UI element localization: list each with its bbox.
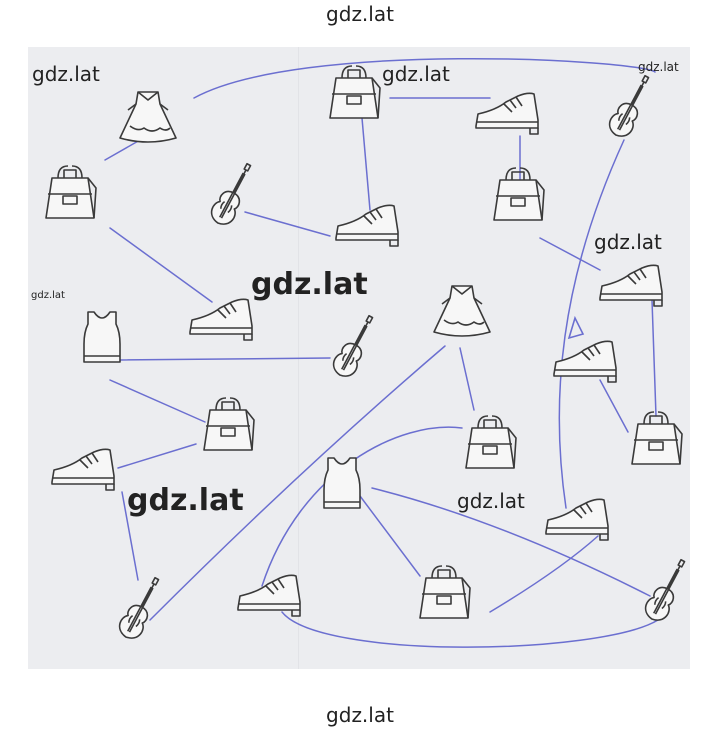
connection-line (244, 211, 331, 237)
connection-line (599, 379, 629, 433)
watermark-tl: gdz.lat (32, 62, 100, 86)
bag-icon (419, 565, 471, 619)
bag-icon (203, 397, 255, 451)
shoe-icon (475, 92, 539, 135)
connection-line (261, 426, 463, 587)
violin-icon (206, 158, 261, 230)
violin-icon (640, 554, 695, 626)
bag-icon (465, 415, 517, 469)
dress-icon (433, 285, 491, 337)
connection-line (558, 139, 625, 509)
connection-lines (104, 58, 659, 648)
violin-icon (114, 572, 169, 644)
watermark-bold-left: gdz.lat (127, 483, 244, 518)
watermark-left-small: gdz.lat (31, 290, 65, 301)
shoe-icon (545, 498, 609, 541)
bag-icon (45, 165, 97, 219)
connection-line (104, 139, 141, 161)
connection-line (119, 357, 331, 361)
connection-line (109, 379, 206, 423)
bag-icon (631, 411, 683, 465)
shoe-icon (237, 574, 301, 617)
connection-line (121, 491, 139, 581)
shoe-icon (51, 448, 115, 491)
bag-icon (329, 65, 381, 119)
watermark-right: gdz.lat (594, 230, 662, 254)
arrow-head-icon (567, 315, 585, 340)
connection-line (281, 611, 659, 648)
connection-line (539, 237, 601, 271)
violin-icon (604, 70, 659, 142)
shoe-icon (335, 204, 399, 247)
connection-line (651, 299, 657, 417)
shoe-icon (599, 264, 663, 307)
clothing-items (45, 65, 695, 644)
connection-line (489, 535, 599, 613)
watermark-tr: gdz.lat (638, 60, 679, 74)
bag-icon (493, 167, 545, 221)
connection-line (361, 117, 371, 211)
dress-icon (119, 91, 177, 143)
connection-line (193, 58, 656, 99)
watermark-center-top: gdz.lat (382, 62, 450, 86)
connection-line (371, 487, 651, 597)
connection-line (359, 495, 421, 577)
shirt-icon (323, 457, 361, 509)
watermark-lower-right: gdz.lat (457, 489, 525, 513)
watermark-bold-center: gdz.lat (251, 267, 368, 302)
watermark-bottom: gdz.lat (326, 703, 394, 727)
arrow-marker (567, 315, 585, 340)
violin-icon (328, 310, 383, 382)
shoe-icon (189, 298, 253, 341)
connection-line (459, 347, 475, 411)
connection-line (109, 227, 213, 303)
connection-line (149, 345, 446, 621)
watermark-top: gdz.lat (326, 2, 394, 26)
shirt-icon (83, 311, 121, 363)
connection-line (117, 443, 197, 469)
